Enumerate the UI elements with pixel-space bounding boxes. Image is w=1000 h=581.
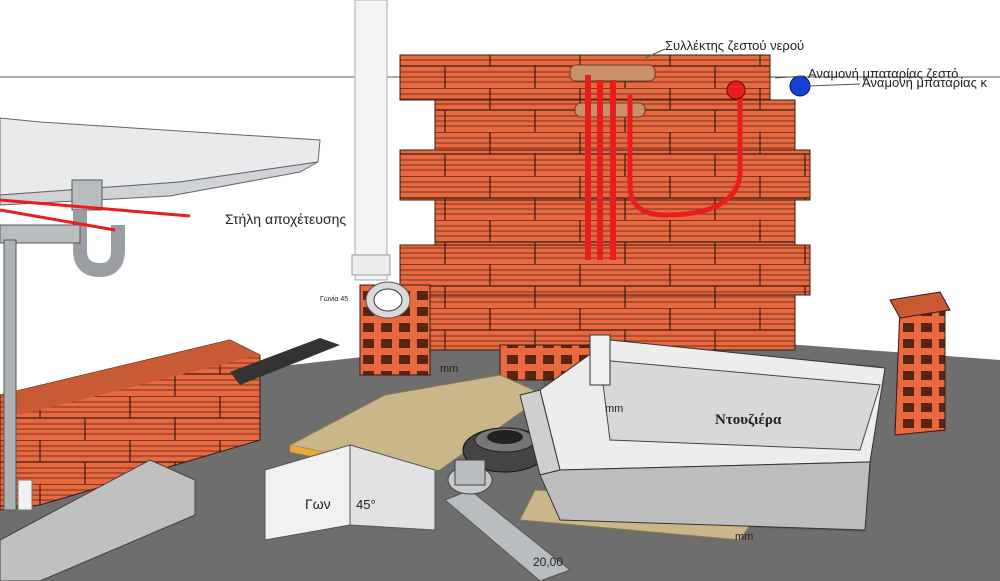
label-hot-water-manifold: Συλλέκτης ζεστού νερού bbox=[665, 38, 804, 53]
hot-water-manifold[interactable] bbox=[569, 64, 746, 260]
label-elbow-45-b: 45° bbox=[356, 497, 376, 512]
dimension-right: mm bbox=[605, 403, 623, 415]
dimension-top: mm bbox=[440, 363, 458, 375]
left-brick-wall bbox=[0, 339, 261, 511]
dimension-bottom: 20,00 bbox=[533, 555, 563, 569]
label-elbow-45-small: Γωνία 45 bbox=[320, 295, 348, 303]
washbasin[interactable] bbox=[0, 117, 321, 511]
red-supply-line-left bbox=[0, 198, 191, 218]
brick-wall bbox=[359, 54, 811, 381]
concrete-block bbox=[0, 444, 436, 581]
label-hot-tap-stub: Αναμονή μπαταρίας ζεστό bbox=[808, 66, 958, 81]
floor-drain-pipe[interactable] bbox=[230, 338, 340, 385]
label-tap-stub-cut: Αναμονή μπαταρίας κ bbox=[862, 75, 987, 90]
label-elbow-45-a: Γων bbox=[305, 496, 331, 512]
cold-tap-stub[interactable] bbox=[789, 75, 811, 97]
shower-tray[interactable] bbox=[519, 334, 886, 531]
red-supply-line-left-2 bbox=[0, 208, 116, 232]
label-drain-stack: Στήλη αποχέτευσης bbox=[225, 211, 346, 227]
drain-stack-pipe[interactable] bbox=[351, 0, 411, 319]
grey-drain-pipe[interactable] bbox=[444, 459, 572, 581]
label-shower-tray: Ντουζιέρα bbox=[715, 412, 782, 428]
right-brick-pillar bbox=[889, 291, 951, 436]
dimension-tray: mm bbox=[735, 531, 753, 543]
